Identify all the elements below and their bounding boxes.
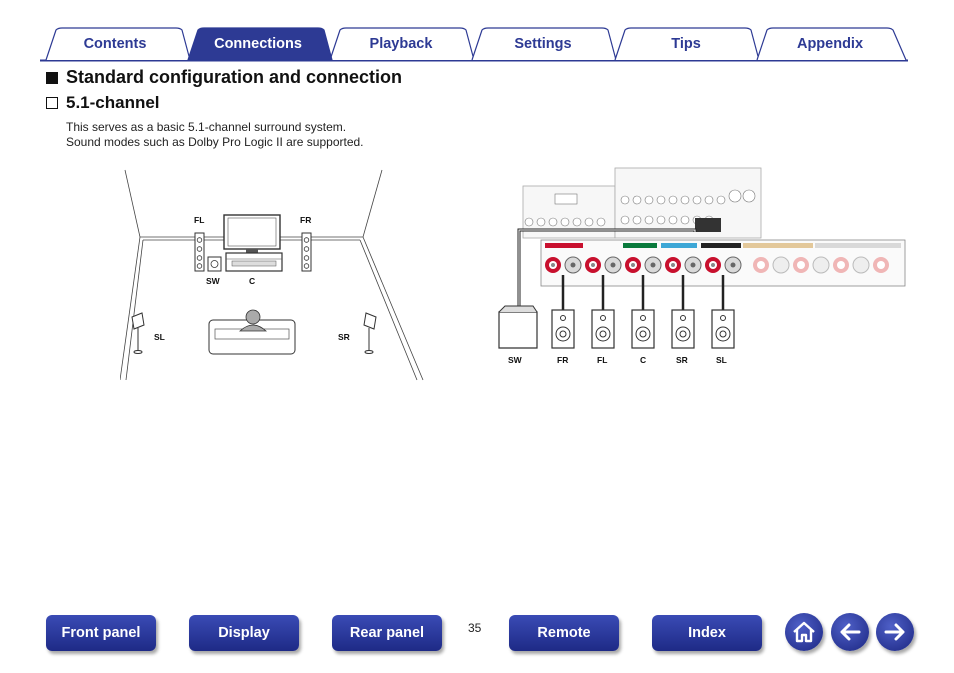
section-title: Standard configuration and connection <box>46 67 402 88</box>
forward-arrow-icon[interactable] <box>876 613 914 651</box>
tab-contents[interactable]: Contents <box>83 36 147 52</box>
label-fr: FR <box>300 215 311 225</box>
speaker-sr-icon <box>671 309 695 349</box>
surround-left-speaker-icon <box>131 312 145 354</box>
open-square-icon <box>46 97 58 109</box>
remote-button[interactable]: Remote <box>509 615 619 651</box>
conn-label-sl: SL <box>716 355 727 365</box>
front-panel-button[interactable]: Front panel <box>46 615 156 651</box>
label-fl: FL <box>194 215 204 225</box>
page-number: 35 <box>468 621 482 635</box>
connection-diagram: SW FR FL C SR SL <box>498 167 906 365</box>
section-subtitle: 5.1-channel <box>46 93 160 113</box>
description-line: Sound modes such as Dolby Pro Logic II a… <box>66 135 364 149</box>
index-button[interactable]: Index <box>652 615 762 651</box>
subwoofer-unit-icon <box>498 305 538 349</box>
tab-settings[interactable]: Settings <box>514 36 572 52</box>
front-right-speaker-icon <box>301 232 312 272</box>
tab-appendix[interactable]: Appendix <box>796 36 864 52</box>
conn-label-sw: SW <box>508 355 523 365</box>
conn-label-fl: FL <box>597 355 607 365</box>
tab-tips[interactable]: Tips <box>671 36 701 52</box>
label-sr: SR <box>338 332 350 342</box>
description: This serves as a basic 5.1-channel surro… <box>66 120 364 150</box>
display-button[interactable]: Display <box>189 615 299 651</box>
section-title-text: Standard configuration and connection <box>66 67 403 87</box>
filled-square-icon <box>46 71 58 84</box>
section-subtitle-text: 5.1-channel <box>66 93 160 112</box>
speaker-fl-icon <box>591 309 615 349</box>
subwoofer-icon <box>207 256 222 272</box>
conn-label-c: C <box>640 355 646 365</box>
back-arrow-icon[interactable] <box>831 613 869 651</box>
conn-label-fr: FR <box>557 355 568 365</box>
room-layout-diagram: FL FR SW C SL SR <box>120 169 424 381</box>
description-line: This serves as a basic 5.1-channel surro… <box>66 120 347 134</box>
surround-right-speaker-icon <box>363 312 377 354</box>
rear-panel-button[interactable]: Rear panel <box>332 615 442 651</box>
tab-bar: Contents Connections Playback Settings T… <box>0 0 954 64</box>
sofa-listener-icon <box>208 309 296 355</box>
tab-connections[interactable]: Connections <box>214 36 302 52</box>
label-sl: SL <box>154 332 165 342</box>
label-sw: SW <box>206 276 221 286</box>
speaker-c-icon <box>631 309 655 349</box>
conn-label-sr: SR <box>676 355 688 365</box>
speaker-sl-icon <box>711 309 735 349</box>
front-left-speaker-icon <box>194 232 205 272</box>
receiver-rear-panel <box>522 167 906 287</box>
tab-playback[interactable]: Playback <box>369 36 433 52</box>
home-icon[interactable] <box>785 613 823 651</box>
speaker-fr-icon <box>551 309 575 349</box>
label-c: C <box>249 276 255 286</box>
tv-icon <box>223 214 283 272</box>
tab-bar-shapes <box>40 27 908 62</box>
